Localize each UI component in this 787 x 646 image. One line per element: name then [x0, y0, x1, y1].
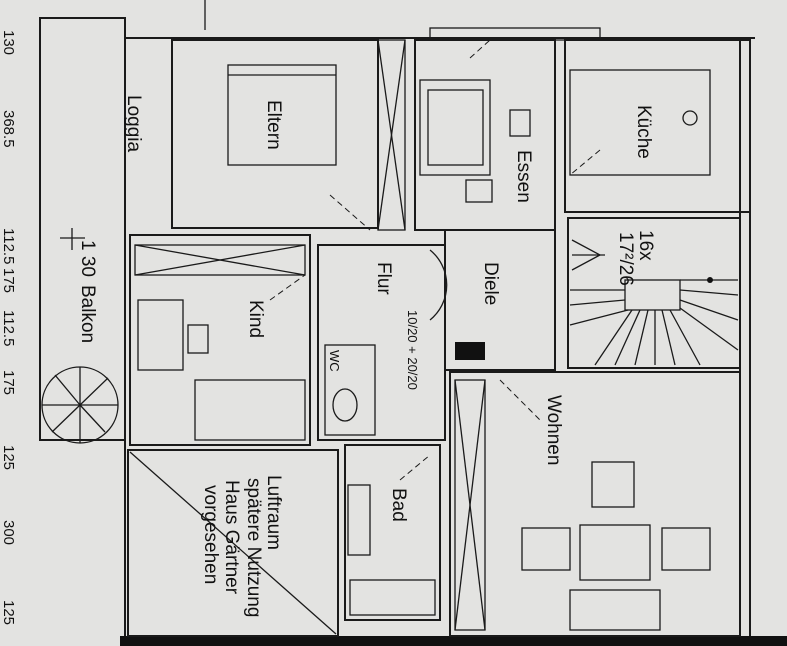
label-eltern: Eltern — [263, 100, 284, 150]
dimension-strip: 130 368.5 112.5 175 112.5 175 125 300 12… — [0, 30, 17, 625]
stair-note: 17²/26 — [615, 232, 636, 286]
luftraum-text: Haus Gärtner — [221, 480, 242, 595]
room-kueche — [564, 39, 751, 213]
dimension-label: 300 — [0, 520, 17, 545]
label-kueche: Küche — [633, 105, 654, 159]
loggia-balcony — [39, 17, 126, 444]
label-balkon: Balkon — [77, 285, 98, 343]
label-flur: Flur — [373, 262, 394, 295]
luftraum — [127, 449, 339, 637]
room-eltern — [171, 39, 406, 231]
room-wohnen — [449, 371, 741, 637]
room-bad — [344, 444, 441, 621]
stair-note: 16x — [635, 230, 656, 261]
door-note: 10/20 + 20/20 — [405, 310, 420, 390]
room-kind — [129, 234, 311, 446]
label-loggia: Loggia — [123, 95, 144, 152]
luftraum-text: spätere Nutzung — [243, 478, 264, 617]
dimension-label: 175 — [0, 370, 17, 395]
dimension-label: 125 — [0, 445, 17, 470]
dimension-label: 112.5 — [0, 228, 17, 264]
label-diele: Diele — [480, 262, 501, 305]
label-kind: Kind — [245, 300, 266, 338]
label-wc: WC — [327, 350, 342, 372]
staircase: 16x 17²/26 — [567, 217, 741, 369]
luftraum-text: Luftraum — [263, 475, 284, 550]
room-labels: Eltern Küche Essen Loggia Flur Diele Kin… — [77, 95, 654, 617]
dimension-label: 125 — [0, 600, 17, 625]
luftraum-text: vorgesehen — [200, 485, 221, 584]
label-essen: Essen — [513, 150, 534, 203]
dimension-label: 368.5 — [0, 110, 17, 148]
label-wohnen: Wohnen — [543, 395, 564, 465]
dimension-label: 130 — [0, 30, 17, 55]
balkon-dimension: 1 30 — [77, 240, 98, 277]
dimension-label: 175 — [0, 268, 17, 293]
room-diele — [444, 229, 556, 421]
label-bad: Bad — [388, 488, 409, 522]
dimension-label: 112.5 — [0, 310, 17, 346]
